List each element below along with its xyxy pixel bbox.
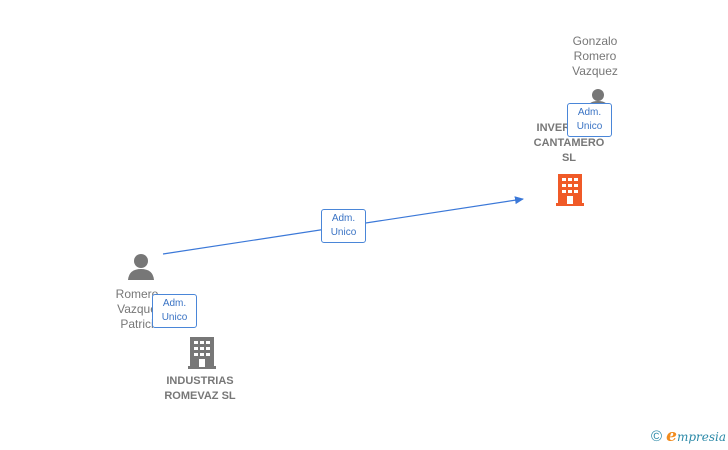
badge-line-2: Unico bbox=[330, 227, 357, 238]
industrias-name-line-2: ROMEVAZ SL bbox=[164, 390, 236, 402]
inversiones-name-line-3: SL bbox=[561, 152, 577, 164]
brand-watermark: © empresia bbox=[651, 426, 726, 446]
inversiones-name-line-2: CANTAMERO bbox=[533, 137, 605, 149]
copyright-icon: © bbox=[651, 427, 663, 445]
brand-logo-text: mpresia bbox=[676, 430, 726, 444]
industrias-name-label[interactable]: INDUSTRIAS ROMEVAZ SL bbox=[148, 374, 252, 404]
building-icon[interactable] bbox=[186, 335, 218, 369]
brand-logo: empresia bbox=[666, 426, 726, 446]
romero-name-line-1: Romero bbox=[115, 287, 159, 301]
gonzalo-name-line-1: Gonzalo bbox=[572, 34, 618, 48]
person-icon[interactable] bbox=[126, 252, 156, 280]
industrias-name-line-1: INDUSTRIAS bbox=[166, 375, 234, 387]
gonzalo-name-line-2: Romero bbox=[573, 49, 617, 63]
gonzalo-name-line-3: Vazquez bbox=[572, 64, 618, 78]
edge-label-badge[interactable]: Adm. Unico bbox=[321, 209, 366, 243]
badge-line-1: Adm. bbox=[577, 107, 602, 118]
edge-label-badge[interactable]: Adm. Unico bbox=[152, 294, 197, 328]
badge-line-2: Unico bbox=[161, 312, 188, 323]
building-icon[interactable] bbox=[554, 172, 586, 206]
badge-line-1: Adm. bbox=[162, 298, 187, 309]
romero-name-line-3: Patrici bbox=[120, 317, 154, 331]
romero-name-line-2: Vazque bbox=[117, 302, 157, 316]
gonzalo-name-label[interactable]: Gonzalo Romero Vazquez bbox=[555, 34, 635, 79]
brand-logo-e: e bbox=[666, 426, 677, 446]
edge-label-badge[interactable]: Adm. Unico bbox=[567, 103, 612, 137]
badge-line-2: Unico bbox=[576, 121, 603, 132]
badge-line-1: Adm. bbox=[331, 213, 356, 224]
romero-name-label[interactable]: Romero Vazque Patrici bbox=[104, 287, 170, 332]
